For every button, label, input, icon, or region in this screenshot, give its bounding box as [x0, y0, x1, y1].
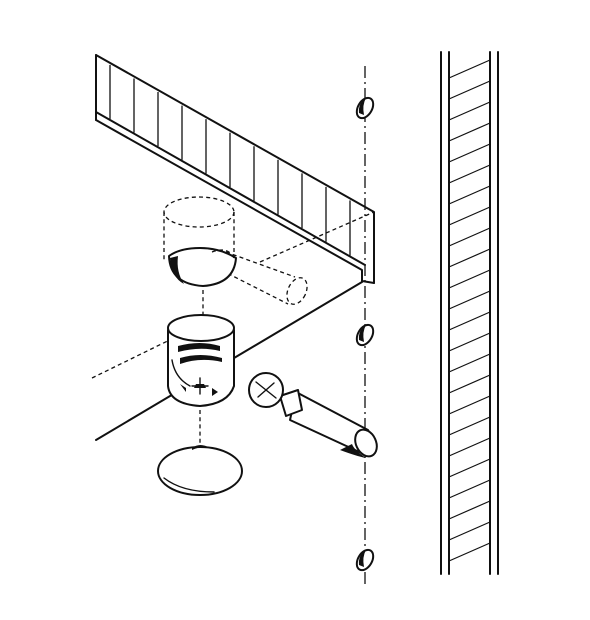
side-hatch-line: [448, 206, 491, 226]
cam-slot-upper: [178, 343, 220, 352]
connecting-bolt: [248, 372, 378, 458]
side-hatch-line: [448, 143, 491, 163]
side-panel: [440, 51, 499, 575]
side-hatch-line: [448, 59, 491, 79]
side-hatch-line: [448, 374, 491, 394]
side-hatch-line: [448, 437, 491, 457]
side-panel-hatching: [448, 59, 491, 562]
bolt-centerline-lower: [91, 329, 191, 379]
side-hatch-line: [448, 269, 491, 289]
board-lower-edge: [95, 119, 363, 282]
side-hatch-line: [448, 353, 491, 373]
board-top-edge: [95, 54, 375, 284]
cam-slot-lower: [180, 355, 222, 364]
bolt-head-cross-icon: [255, 381, 277, 399]
side-hatch-line: [448, 500, 491, 520]
side-hatch-line: [448, 458, 491, 478]
cover-cap-dome: [157, 446, 243, 496]
side-hatch-line: [448, 101, 491, 121]
side-hatch-line: [448, 395, 491, 415]
drill-axis: [355, 66, 375, 585]
side-hatch-line: [448, 332, 491, 352]
side-hatch-line: [448, 311, 491, 331]
board-bottom-face-edge: [95, 111, 366, 266]
side-hatch-line: [448, 290, 491, 310]
side-hatch-line: [448, 521, 491, 541]
bolt-tip: [354, 428, 378, 458]
side-hatch-line: [448, 227, 491, 247]
hidden-lines: [91, 196, 375, 450]
cover-cap: [157, 445, 243, 496]
side-hatch-line: [448, 416, 491, 436]
board-end-grain-hatching: [109, 64, 351, 256]
cam-lock-top-face: [167, 314, 235, 342]
drill-hole-top: [355, 96, 375, 120]
side-hatch-line: [448, 479, 491, 499]
side-hatch-line: [448, 185, 491, 205]
side-hatch-line: [448, 80, 491, 100]
side-hatch-line: [448, 542, 491, 562]
board-corner-edge: [361, 280, 375, 284]
side-hatch-line: [448, 248, 491, 268]
drill-hole-middle: [355, 323, 375, 347]
side-hatch-line: [448, 164, 491, 184]
cam-lock: [167, 314, 235, 407]
drill-hole-bottom: [355, 548, 375, 572]
side-hatch-line: [448, 122, 491, 142]
cam-cross-head-icon: [180, 377, 218, 396]
bore-top-ellipse: [163, 196, 235, 228]
bolt-centerline-upper: [259, 211, 375, 263]
cam-bore-opening: [168, 247, 237, 287]
